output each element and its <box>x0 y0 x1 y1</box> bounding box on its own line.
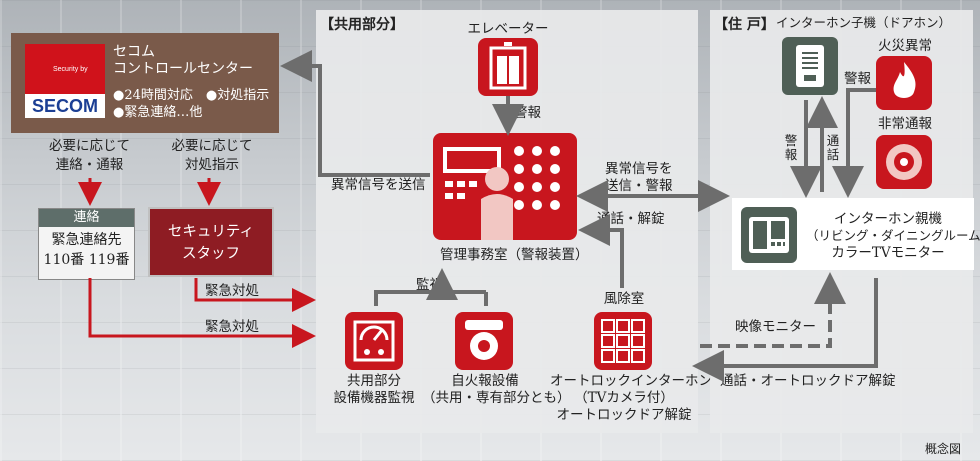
door-intercom-icon <box>782 37 838 95</box>
door-alarm-label: 警報 <box>844 71 871 87</box>
secom-logo-word: SECOM <box>25 94 105 118</box>
note-instruction-line1: 必要に応じて <box>171 138 253 154</box>
autolock-label-line1: オートロックインターホン <box>550 373 712 389</box>
signal-alarm-line1: 異常信号を <box>605 161 673 177</box>
equipment-monitor-icon <box>345 312 403 370</box>
door-intercom-label: インターホン子機（ドアホン） <box>776 15 952 30</box>
note-contact-line2: 連絡・通報 <box>55 157 124 173</box>
arrow-panel-to-secom <box>280 50 430 177</box>
secom-name-line1: セコム <box>113 44 155 60</box>
autolock-label-line3: オートロックドア解錠 <box>556 407 692 423</box>
autolock-keypad-icon <box>594 312 652 370</box>
arrow-talk-autolock <box>692 278 878 382</box>
emergency-label-1: 緊急対処 <box>205 283 259 299</box>
arrow-autolock-to-panel <box>578 214 624 288</box>
fire-label-line1: 自火報設備 <box>451 373 519 389</box>
equipment-label-line2: 設備機器監視 <box>333 390 415 406</box>
talk-vertical-label: 通話 <box>826 133 840 162</box>
secom-logo: Security by SECOM <box>25 44 105 118</box>
contact-line1: 緊急連絡先 <box>51 232 122 248</box>
control-room-label: 管理事務室（警報装置） <box>440 247 589 263</box>
master-label-line2: （リビング・ダイニングルーム） <box>806 228 980 243</box>
fire-label-line2: （共用・専有部分とも） <box>422 390 571 406</box>
staff-line2: スタッフ <box>182 246 240 262</box>
talk-autolock-label: 通話・オートロックドア解錠 <box>720 373 896 389</box>
secom-control-center: Security by SECOM セコム コントロールセンター ●24時間対応… <box>11 33 279 133</box>
dwelling-title: 【住 戸】 <box>714 17 775 33</box>
secom-name-line2: コントロールセンター <box>113 61 253 77</box>
security-staff-box: セキュリティ スタッフ <box>148 207 274 277</box>
elevator-icon <box>478 38 538 96</box>
emergency-call-label: 非常通報 <box>878 116 932 132</box>
emergency-button-icon <box>876 135 932 189</box>
note-contact-line1: 必要に応じて <box>49 138 130 154</box>
arrow-contact-emergency <box>88 278 316 348</box>
note-instruction-line2: 対処指示 <box>185 157 239 173</box>
fire-alarm-icon <box>455 312 513 370</box>
emergency-contact-box: 連絡 緊急連絡先 110番 119番 <box>38 208 135 280</box>
secom-feature1: ●24時間対応 ●対処指示 <box>113 88 270 103</box>
arrow-staff-emergency <box>194 278 316 312</box>
master-label-line1: インターホン親機 <box>834 211 942 227</box>
master-label-line3: カラーTVモニター <box>831 245 945 261</box>
contact-line2: 110番 119番 <box>43 252 130 268</box>
alarm-vertical-label: 警報 <box>784 133 798 162</box>
common-area-title: 【共用部分】 <box>320 17 404 33</box>
arrow-video-monitor <box>700 272 846 348</box>
windbreak-label: 風除室 <box>603 291 645 307</box>
send-signal-label: 異常信号を送信 <box>331 177 426 193</box>
equipment-label-line1: 共用部分 <box>347 373 401 389</box>
arrow-fire-to-door <box>832 88 876 198</box>
talk-unlock-label: 通話・解錠 <box>597 211 665 227</box>
contact-head: 連絡 <box>39 209 134 227</box>
concept-label: 概念図 <box>925 442 962 456</box>
secom-logo-tagline: Security by <box>53 66 88 73</box>
video-monitor-label: 映像モニター <box>735 319 816 335</box>
secom-feature2: ●緊急連絡…他 <box>113 105 203 120</box>
signal-alarm-line2: 送信・警報 <box>605 178 673 194</box>
staff-line1: セキュリティ <box>167 224 255 240</box>
arrow-monitor-to-panel <box>374 290 486 306</box>
autolock-label-line2: （TVカメラ付） <box>574 390 674 406</box>
fire-icon <box>876 56 932 110</box>
fire-abnormal-label: 火災異常 <box>878 38 932 54</box>
alarm-panel-icon <box>433 133 577 240</box>
emergency-label-2: 緊急対処 <box>205 319 259 335</box>
elevator-label: エレベーター <box>467 21 549 37</box>
master-intercom-icon <box>741 207 797 263</box>
